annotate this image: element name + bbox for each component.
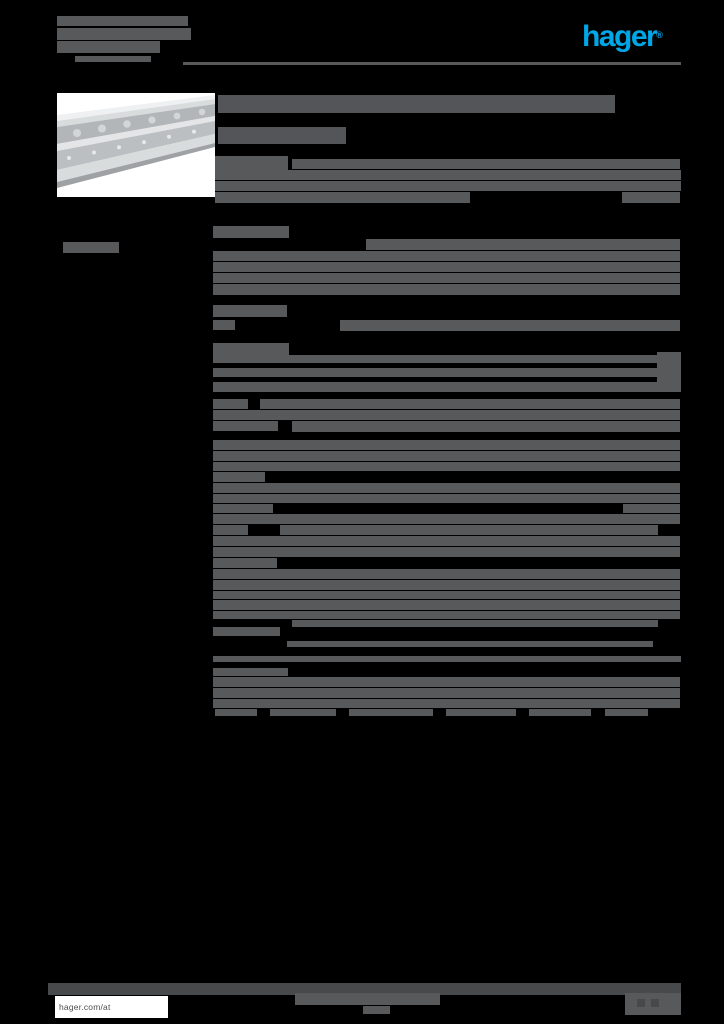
redacted-text-bar [213, 382, 680, 392]
redacted-text-bar [213, 547, 680, 557]
redacted-text-bar [213, 504, 273, 513]
redacted-text-bar [213, 483, 680, 493]
redacted-text-bar [292, 620, 658, 627]
redacted-text-bar [622, 192, 680, 203]
hager-logo: hager® [582, 22, 663, 54]
redacted-text-bar [213, 600, 680, 610]
redacted-text-bar [260, 399, 680, 409]
redacted-text-bar [215, 170, 681, 180]
redacted-text-bar [340, 320, 680, 331]
redacted-text-bar [446, 709, 516, 716]
address-text-bar [57, 16, 188, 26]
redacted-text-bar [213, 688, 680, 698]
footer-rule [48, 983, 681, 995]
footer-page-bar [625, 993, 681, 1015]
redacted-text-bar [213, 343, 289, 355]
redacted-text-bar [213, 558, 277, 568]
redacted-text-bar [213, 627, 280, 636]
redacted-text-bar [270, 709, 336, 716]
redacted-text-bar [213, 320, 235, 330]
footer-text-bar [295, 993, 440, 1005]
redacted-text-bar [213, 273, 680, 283]
redacted-text-bar [657, 352, 681, 392]
redacted-text-bar [292, 159, 680, 169]
redacted-text-bar [213, 591, 680, 599]
address-text-bar [57, 28, 191, 40]
footer-website-box: hager.com/at [55, 996, 168, 1018]
redacted-text-bar [213, 462, 680, 471]
redacted-text-bar [213, 611, 680, 619]
redacted-text-bar [213, 440, 680, 450]
redacted-text-bar [213, 226, 289, 238]
redacted-text-bar [213, 251, 680, 261]
redacted-text-bar [213, 525, 248, 535]
redacted-text-bar [213, 410, 680, 420]
redacted-text-bar [215, 181, 681, 191]
side-label-bar [63, 242, 119, 253]
redacted-text-bar [215, 192, 470, 203]
redacted-text-bar [213, 580, 680, 590]
redacted-text-bar [213, 355, 657, 363]
redacted-text-bar [215, 156, 288, 170]
redacted-text-bar [292, 421, 680, 432]
trunking-profile-illustration [57, 93, 215, 197]
redacted-text-bar [213, 305, 287, 317]
header-rule-line [183, 62, 681, 65]
footer-website-link[interactable]: hager.com/at [59, 1002, 111, 1012]
redacted-text-bar [213, 677, 680, 687]
redacted-text-bar [213, 656, 681, 662]
redacted-text-bar [213, 472, 265, 482]
redacted-text-bar [366, 239, 680, 250]
product-photo [57, 93, 215, 197]
redacted-text-bar [213, 451, 680, 461]
redacted-text-bar [287, 641, 653, 647]
redacted-text-bar [280, 525, 658, 535]
title-text-bar [218, 127, 346, 144]
redacted-text-bar [213, 569, 680, 579]
redacted-text-bar [213, 399, 248, 409]
address-text-bar [57, 41, 160, 53]
footer-page-mark [651, 999, 659, 1007]
address-text-bar [75, 56, 151, 62]
redacted-text-bar [213, 494, 680, 503]
logo-text: hager [582, 20, 658, 53]
redacted-text-bar [349, 709, 433, 716]
title-text-bar [218, 95, 615, 113]
redacted-text-bar [213, 514, 680, 524]
footer-page-mark [637, 999, 645, 1007]
redacted-text-bar [215, 709, 257, 716]
footer-text-bar [363, 1006, 390, 1014]
redacted-text-bar [605, 709, 648, 716]
redacted-text-bar [213, 368, 657, 377]
redacted-text-bar [213, 699, 680, 708]
redacted-text-bar [529, 709, 591, 716]
redacted-text-bar [213, 284, 680, 295]
redacted-text-bar [213, 668, 288, 676]
registered-mark-icon: ® [656, 30, 663, 40]
redacted-text-bar [213, 421, 278, 431]
redacted-text-bar [623, 504, 680, 513]
redacted-text-bar [213, 536, 680, 546]
redacted-text-bar [213, 262, 680, 272]
